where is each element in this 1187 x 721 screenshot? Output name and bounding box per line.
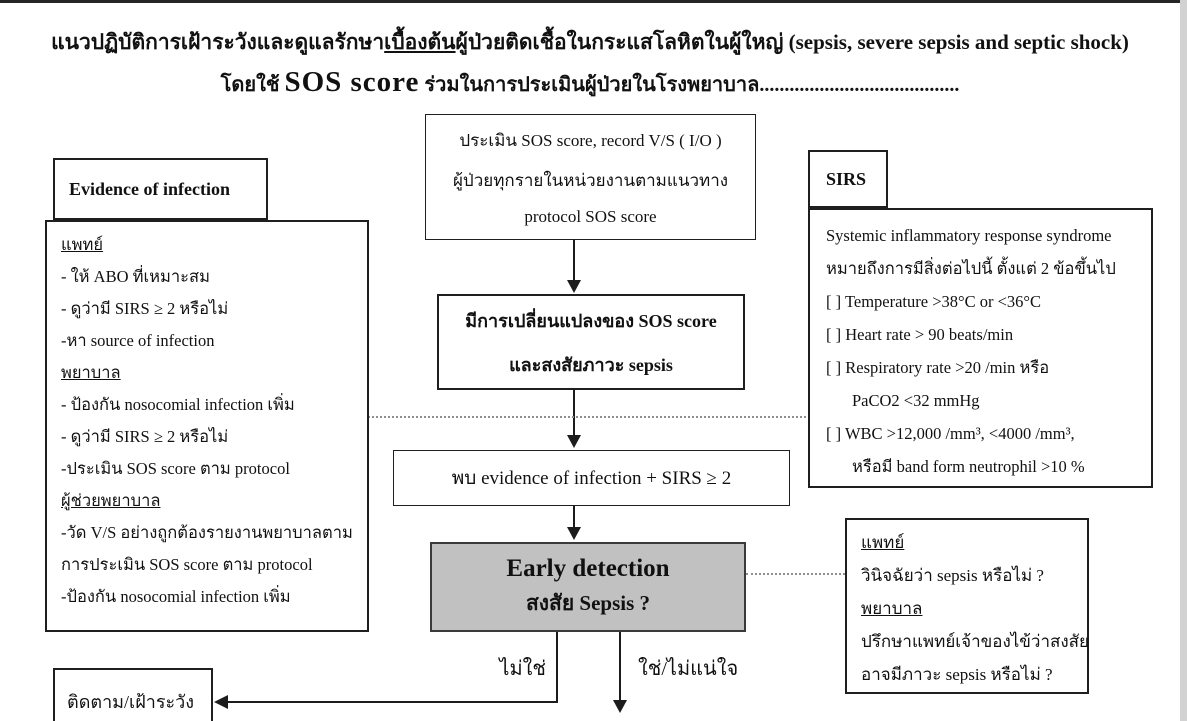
connector-assess-to-change	[573, 240, 575, 281]
consult-item: ปรึกษาแพทย์เจ้าของไข้ว่าสงสัย	[861, 632, 1090, 651]
evidence-item: - ดูว่ามี SIRS ≥ 2 หรือไม่	[61, 299, 229, 318]
found-box-text: พบ evidence of infection + SIRS ≥ 2	[451, 468, 732, 489]
early-detection-box: Early detection สงสัย Sepsis ?	[430, 542, 746, 632]
assess-line-2: ผู้ป่วยทุกรายในหน่วยงานตามแนวทาง	[452, 171, 729, 190]
connector-no-vertical	[556, 632, 558, 703]
evidence-item: ผู้ช่วยพยาบาล	[61, 491, 161, 510]
dotted-connector-evidence-sirs	[368, 416, 810, 418]
evidence-body-box: แพทย์ - ให้ ABO ที่เหมาะสม - ดูว่ามี SIR…	[45, 220, 369, 632]
sirs-criterion-cont: PaCO2 <32 mmHg	[852, 391, 980, 410]
consult-item: วินิจฉัยว่า sepsis หรือไม่ ?	[861, 566, 1044, 585]
page-right-edge	[1180, 0, 1187, 721]
evidence-item: -หา source of infection	[61, 331, 215, 350]
arrowhead-yes-down	[613, 700, 627, 713]
evidence-item: -วัด V/S อย่างถูกต้องรายงานพยาบาลตาม	[61, 523, 353, 542]
consult-item: แพทย์	[861, 533, 905, 552]
assess-line-3: protocol SOS score	[524, 207, 657, 226]
connector-change-to-found	[573, 390, 575, 436]
arrowhead-assess-to-change	[567, 280, 581, 293]
evidence-item: -ประเมิน SOS score ตาม protocol	[61, 459, 290, 478]
connector-found-to-early	[573, 506, 575, 529]
evidence-item: การประเมิน SOS score ตาม protocol	[61, 555, 313, 574]
evidence-item: - ดูว่ามี SIRS ≥ 2 หรือไม่	[61, 427, 229, 446]
found-box: พบ evidence of infection + SIRS ≥ 2	[393, 450, 790, 506]
sirs-criterion: [ ] Respiratory rate >20 /min หรือ	[826, 358, 1050, 377]
early-detection-line-1: Early detection	[506, 554, 670, 582]
no-label: ไม่ใช่	[499, 658, 546, 680]
consult-item: พยาบาล	[861, 599, 923, 618]
dotted-connector-early-consult	[746, 573, 845, 575]
sirs-criterion-cont: หรือมี band form neutrophil >10 %	[852, 457, 1085, 476]
consult-box: แพทย์ วินิจฉัยว่า sepsis หรือไม่ ? พยาบา…	[845, 518, 1089, 694]
title-thai-after: ผู้ป่วยติดเชื้อในกระแสโลหิตในผู้ใหญ่	[455, 30, 784, 54]
page-top-border	[0, 0, 1187, 3]
sirs-line: Systemic inflammatory response syndrome	[826, 226, 1112, 245]
connector-yes-vertical	[619, 632, 621, 702]
arrowhead-no-to-follow	[214, 695, 228, 709]
sirs-line: หมายถึงการมีสิ่งต่อไปนี้ ตั้งแต่ 2 ข้อขึ…	[826, 259, 1116, 278]
page-title: แนวปฏิบัติการเฝ้าระวังและดูแลรักษาเบื้อง…	[0, 26, 1180, 59]
title-thai-before: แนวปฏิบัติการเฝ้าระวังและดูแลรักษา	[51, 30, 385, 54]
sirs-criterion: [ ] Heart rate > 90 beats/min	[826, 325, 1014, 344]
change-line-1: มีการเปลี่ยนแปลงของ SOS score	[465, 310, 717, 331]
assess-box: ประเมิน SOS score, record V/S ( I/O ) ผู…	[425, 114, 756, 240]
sirs-header-label: SIRS	[826, 168, 867, 189]
sirs-body-box: Systemic inflammatory response syndrome …	[808, 208, 1153, 488]
arrowhead-found-to-early	[567, 527, 581, 540]
follow-box-text: ติดตาม/เฝ้าระวัง	[67, 692, 195, 712]
change-box: มีการเปลี่ยนแปลงของ SOS score และสงสัยภา…	[437, 294, 745, 390]
subtitle-thai-before: โดยใช้	[220, 74, 285, 96]
evidence-item: - ป้องกัน nosocomial infection เพิ่ม	[61, 395, 295, 414]
evidence-item: - ให้ ABO ที่เหมาะสม	[61, 267, 210, 286]
subtitle-dotted-blank: ........................................	[759, 74, 960, 96]
evidence-item: แพทย์	[61, 235, 104, 254]
subtitle-thai-after: ร่วมในการประเมินผู้ป่วยในโรงพยาบาล	[419, 74, 760, 96]
early-detection-line-2: สงสัย Sepsis ?	[525, 590, 651, 615]
assess-line-1: ประเมิน SOS score, record V/S ( I/O )	[459, 131, 722, 150]
evidence-item: -ป้องกัน nosocomial infection เพิ่ม	[61, 587, 291, 606]
evidence-header-box: Evidence of infection	[53, 158, 268, 220]
consult-item: อาจมีภาวะ sepsis หรือไม่ ?	[861, 665, 1053, 684]
follow-box: ติดตาม/เฝ้าระวัง	[53, 668, 213, 721]
sirs-criterion: [ ] WBC >12,000 /mm³, <4000 /mm³,	[826, 424, 1075, 443]
connector-no-horizontal	[228, 701, 558, 703]
subtitle-sos-score: SOS score	[284, 66, 420, 98]
sirs-header-box: SIRS	[808, 150, 888, 208]
evidence-header-label: Evidence of infection	[69, 178, 230, 199]
title-latin: (sepsis, severe sepsis and septic shock)	[783, 30, 1129, 54]
evidence-item: พยาบาล	[61, 363, 121, 382]
change-line-2: และสงสัยภาวะ sepsis	[509, 354, 673, 375]
sirs-criterion: [ ] Temperature >38°C or <36°C	[826, 292, 1042, 311]
title-thai-underlined: เบื้องต้น	[384, 30, 456, 54]
yes-label: ใช่/ไม่แน่ใจ	[638, 658, 739, 680]
arrowhead-change-to-found	[567, 435, 581, 448]
page-subtitle: โดยใช้ SOS score ร่วมในการประเมินผู้ป่วย…	[0, 66, 1180, 100]
